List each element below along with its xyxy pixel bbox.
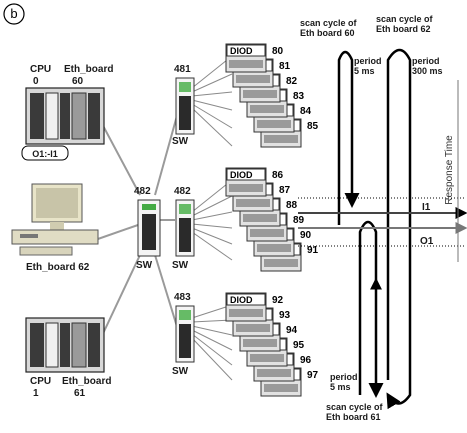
diod-number: 94 — [286, 325, 298, 336]
diod-number: 86 — [272, 170, 284, 181]
svg-text:SW: SW — [136, 260, 153, 271]
diod-number: 89 — [293, 215, 305, 226]
switch-bottom: 483 SW — [172, 292, 195, 377]
diod-module: DIOD 80 — [225, 43, 284, 73]
diod-number: 83 — [293, 91, 305, 102]
diod-module: DIOD 86 — [225, 167, 284, 197]
diod-number: 92 — [272, 295, 284, 306]
diod-label: DIOD — [230, 295, 253, 305]
svg-text:481: 481 — [174, 64, 191, 75]
switch-central: 482 SW — [134, 186, 161, 271]
svg-text:b: b — [10, 6, 17, 21]
svg-text:CPU: CPU — [30, 376, 51, 387]
diod-number: 84 — [300, 106, 312, 117]
diod-label: DIOD — [230, 46, 253, 56]
diod-number: 91 — [307, 245, 319, 256]
svg-text:0: 0 — [33, 76, 39, 87]
diod-number: 88 — [286, 200, 298, 211]
diod-number: 97 — [307, 370, 319, 381]
plc-cpu-0: CPU Eth_board 0 60 O1:-I1 — [21, 64, 113, 161]
svg-text:60: 60 — [72, 76, 84, 87]
svg-text:482: 482 — [174, 186, 191, 197]
panel-label: b — [3, 3, 25, 25]
svg-text:Eth_board 62: Eth_board 62 — [26, 262, 90, 273]
svg-text:482: 482 — [134, 186, 151, 197]
svg-text:O1:-I1: O1:-I1 — [32, 149, 58, 159]
diod-number: 95 — [293, 340, 305, 351]
plc-cpu-1: CPU Eth_board 1 61 — [25, 317, 111, 399]
diod-number: 85 — [307, 121, 319, 132]
svg-text:Eth_board: Eth_board — [64, 64, 113, 75]
svg-text:61: 61 — [74, 388, 86, 399]
diod-number: 80 — [272, 46, 284, 57]
response-time-label: Response Time — [444, 135, 455, 205]
svg-text:Eth_board: Eth_board — [62, 376, 111, 387]
switch-middle: 482 SW — [172, 186, 195, 271]
signal-o1-label: O1 — [420, 236, 434, 247]
diod-number: 96 — [300, 355, 312, 366]
diod-number: 90 — [300, 230, 312, 241]
diod-number: 81 — [279, 61, 291, 72]
network-cables — [94, 111, 179, 341]
svg-text:SW: SW — [172, 136, 189, 147]
svg-text:483: 483 — [174, 292, 191, 303]
pc-eth-board-62: Eth_board 62 — [11, 183, 99, 273]
diod-label: DIOD — [230, 170, 253, 180]
scan-cycle-loop-60 — [337, 50, 360, 225]
diod-number: 93 — [279, 310, 291, 321]
diod-module: DIOD 92 — [225, 292, 284, 322]
diod-modules: DIOD85DIOD84DIOD83DIOD82DIOD81DIOD80DIOD… — [225, 43, 319, 397]
svg-text:SW: SW — [172, 260, 189, 271]
switch-top: 481 SW — [172, 64, 195, 147]
scan-cycle-loop-62 — [386, 48, 412, 410]
diod-number: 87 — [279, 185, 291, 196]
svg-text:SW: SW — [172, 366, 189, 377]
fanout-lines — [191, 55, 233, 381]
scan-cycle-loop-61 — [358, 220, 384, 398]
svg-text:CPU: CPU — [30, 64, 51, 75]
svg-text:1: 1 — [33, 388, 39, 399]
diod-number: 82 — [286, 76, 298, 87]
signal-i1-label: I1 — [422, 202, 431, 213]
